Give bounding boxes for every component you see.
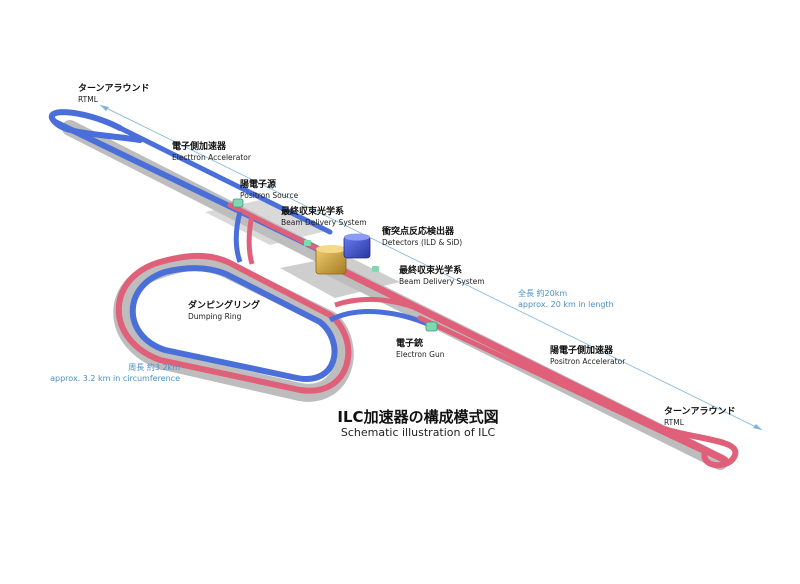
ring-connector-blue [233, 211, 243, 263]
positron-accelerator-line-2 [417, 315, 708, 455]
damping-ring-electron [129, 265, 338, 382]
label-electron-gun-ja: 電子銃 [396, 339, 424, 349]
label-electron-gun: 電子銃 Electron Gun [396, 339, 444, 360]
label-turnaround-top-en: RTML [78, 95, 98, 104]
label-electron-accelerator: 電子側加速器 Electtron Accelerator [172, 142, 251, 163]
dimension-circumference-ja: 周長 約3.2km [128, 363, 180, 372]
title-ja: ILC加速器の構成模式図 [337, 408, 499, 426]
label-bds-lower-ja: 最終収束光学系 [399, 266, 463, 276]
label-positron-accelerator: 陽電子側加速器 Positron Accelerator [550, 346, 625, 367]
label-electron-accelerator-en: Electtron Accelerator [172, 153, 251, 162]
detector-ild [315, 245, 347, 275]
label-turnaround-bottom-en: RTML [664, 418, 684, 427]
label-positron-source: 陽電子源 Positron Source [240, 180, 298, 201]
label-positron-accelerator-ja: 陽電子側加速器 [550, 346, 614, 356]
label-electron-accelerator-ja: 電子側加速器 [172, 142, 227, 152]
label-turnaround-bottom-ja: ターンアラウンド [664, 407, 736, 417]
label-bds-upper-ja: 最終収束光学系 [281, 207, 345, 217]
dimension-circumference: 周長 約3.2km approx. 3.2 km in circumferenc… [40, 362, 180, 384]
label-turnaround-bottom: ターンアラウンド RTML [664, 407, 736, 428]
label-positron-source-en: Positron Source [240, 191, 299, 200]
label-detectors: 衝突点反応検出器 Detectors (ILD & SiD) [382, 227, 462, 248]
turnaround-loop-bottom [657, 425, 739, 469]
dimension-total-length-ja: 全長 約20km [518, 289, 568, 298]
label-damping-ring: ダンピングリング Dumping Ring [188, 301, 260, 322]
label-positron-source-ja: 陽電子源 [240, 180, 277, 190]
electron-gun-marker [425, 321, 438, 332]
label-turnaround-top-ja: ターンアラウンド [78, 84, 150, 94]
title-en: Schematic illustration of ILC [340, 426, 496, 439]
label-damping-ring-ja: ダンピングリング [188, 301, 261, 311]
dimension-total-length: 全長 約20km approx. 20 km in length [518, 288, 614, 310]
ring-connector-pink [246, 214, 255, 265]
electron-accelerator-line-2 [117, 125, 333, 235]
label-damping-ring-en: Dumping Ring [188, 312, 242, 321]
dimension-total-length-en: approx. 20 km in length [518, 300, 614, 309]
ring-connector-lower-blue [328, 309, 431, 328]
bds-marker-lower [372, 266, 379, 272]
bds-marker-upper [304, 240, 311, 246]
label-bds-upper-en: Beam Delivery System [281, 218, 367, 227]
damping-ring-positron [115, 252, 352, 394]
dimension-circumference-en: approx. 3.2 km in circumference [50, 374, 180, 383]
total-length-dimension-line [99, 104, 763, 431]
label-detectors-en: Detectors (ILD & SiD) [382, 238, 463, 247]
label-bds-lower-en: Beam Delivery System [399, 277, 485, 286]
diagram-title: ILC加速器の構成模式図 Schematic illustration of I… [318, 408, 518, 440]
label-bds-lower: 最終収束光学系 Beam Delivery System [399, 266, 485, 287]
electron-pink-feed [227, 202, 333, 258]
label-bds-upper: 最終収束光学系 Beam Delivery System [281, 207, 367, 228]
label-positron-accelerator-en: Positron Accelerator [550, 357, 626, 366]
positron-source-marker [232, 198, 244, 208]
label-turnaround-top: ターンアラウンド RTML [78, 84, 150, 105]
detector-sid [343, 233, 371, 259]
label-electron-gun-en: Electron Gun [396, 350, 445, 359]
label-detectors-ja: 衝突点反応検出器 [382, 227, 455, 237]
